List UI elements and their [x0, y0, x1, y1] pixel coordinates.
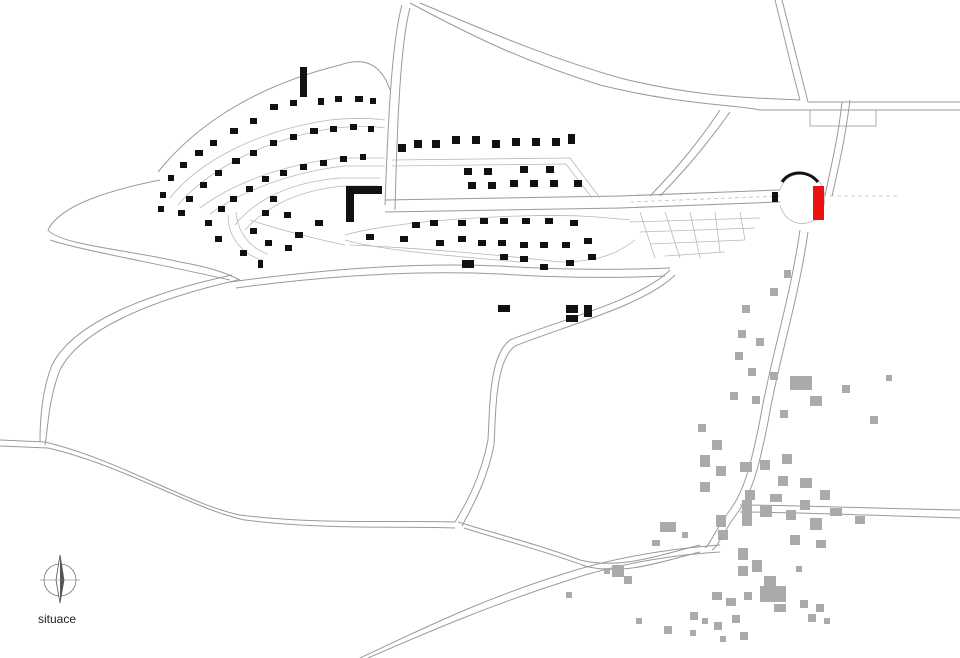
highlighted-building: [813, 186, 824, 220]
existing-buildings: [566, 270, 892, 642]
map-label: situace: [38, 612, 77, 626]
new-buildings: [158, 67, 820, 322]
north-arrow-icon: [40, 554, 80, 604]
